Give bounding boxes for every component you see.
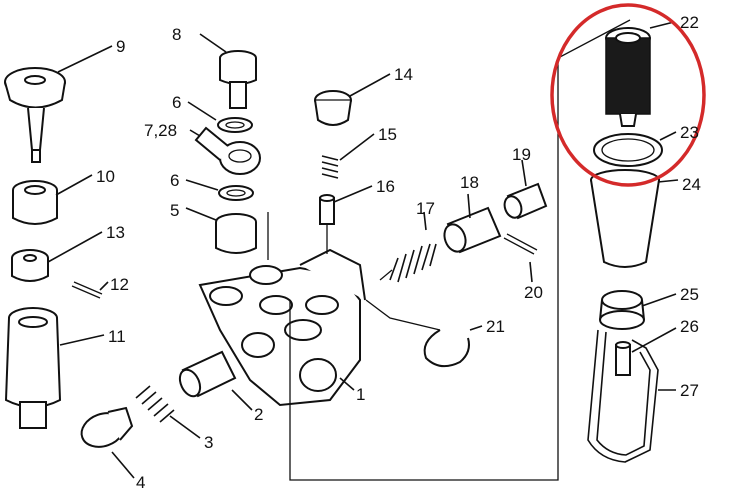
label-15: 15 — [378, 125, 397, 144]
part-14-screw — [314, 90, 352, 126]
part-21-circlip — [423, 329, 470, 368]
leader-lines — [47, 21, 679, 479]
part-22-filter-cartridge — [605, 27, 651, 127]
label-18: 18 — [460, 173, 479, 192]
part-12-pin — [71, 281, 103, 299]
part-2-sleeve — [178, 350, 237, 398]
highlight-circle — [550, 3, 706, 187]
part-13-washer — [11, 249, 49, 282]
label-3: 3 — [204, 433, 213, 452]
label-4: 4 — [136, 473, 145, 492]
label-2: 2 — [254, 405, 263, 424]
part-1-pump-body — [198, 248, 366, 407]
part-23-gasket — [593, 133, 663, 167]
part-27-bail — [587, 329, 659, 463]
label-1: 1 — [356, 385, 365, 404]
label-11: 11 — [108, 327, 126, 346]
label-14: 14 — [394, 65, 413, 84]
part-6-seal-top — [217, 117, 253, 133]
part-6-seal-bottom — [218, 185, 254, 201]
part-3-spring — [135, 385, 175, 423]
label-12: 12 — [110, 275, 129, 294]
part-19-cap — [503, 182, 548, 220]
label-6-bottom: 6 — [170, 171, 179, 190]
part-26-screw — [615, 341, 631, 376]
label-20: 20 — [524, 283, 543, 302]
label-27: 27 — [680, 381, 699, 400]
part-20-pin — [503, 233, 538, 255]
label-6-top: 6 — [172, 93, 181, 112]
part-labels: 1 2 3 4 5 6 7,28 6 8 9 10 13 12 11 14 15… — [96, 13, 701, 492]
part-9-knob — [4, 67, 66, 163]
label-5: 5 — [170, 201, 179, 220]
part-8-banjo-bolt — [219, 50, 257, 109]
label-16: 16 — [376, 177, 395, 196]
part-18-valve — [443, 206, 502, 254]
label-23: 23 — [680, 123, 699, 142]
part-24-glass-bowl — [590, 169, 660, 268]
part-11-housing — [4, 307, 62, 429]
assembly-guide-lines — [267, 19, 631, 481]
label-13: 13 — [106, 223, 125, 242]
part-7-28-banjo — [194, 126, 261, 175]
part-15-spring — [321, 155, 339, 179]
part-4-cap — [80, 406, 134, 448]
label-7-28: 7,28 — [144, 121, 177, 140]
label-19: 19 — [512, 145, 531, 164]
label-25: 25 — [680, 285, 699, 304]
label-21: 21 — [486, 317, 505, 336]
part-25-nut — [599, 290, 645, 330]
label-9: 9 — [116, 37, 125, 56]
label-17: 17 — [416, 199, 435, 218]
label-10: 10 — [96, 167, 115, 186]
label-22: 22 — [680, 13, 699, 32]
part-5-fitting — [215, 213, 257, 254]
label-8: 8 — [172, 25, 181, 44]
part-16-plunger — [319, 194, 335, 225]
label-24: 24 — [682, 175, 701, 194]
part-10-nut — [12, 180, 58, 225]
label-26: 26 — [680, 317, 699, 336]
part-17-spring — [389, 243, 437, 283]
